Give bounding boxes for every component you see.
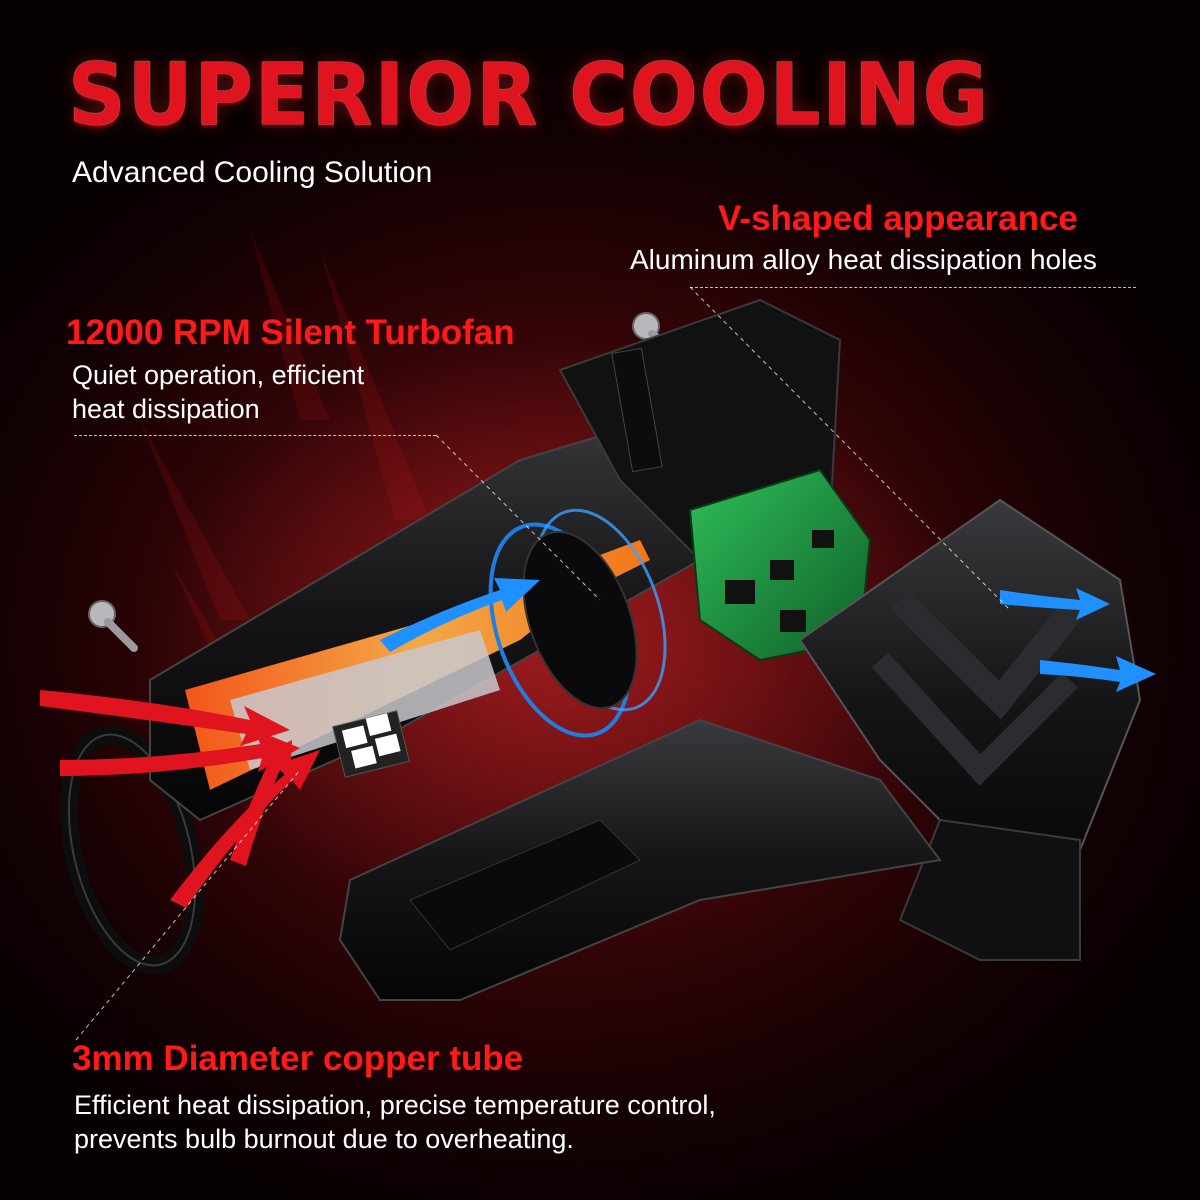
- led-chip: [332, 710, 410, 778]
- callout-copper-heading: 3mm Diameter copper tube: [72, 1039, 524, 1078]
- airflow-out-arrows: [380, 578, 1156, 692]
- turbofan: [488, 508, 667, 738]
- callout-turbofan-heading: 12000 RPM Silent Turbofan: [66, 313, 515, 352]
- airflow-in-arrows: [40, 690, 320, 908]
- page-title: SUPERIOR COOLING: [68, 45, 991, 145]
- callout-copper-line2: prevents bulb burnout due to overheating…: [74, 1124, 574, 1154]
- callout-turbofan-leader: [74, 435, 436, 436]
- callout-copper-line1: Efficient heat dissipation, precise temp…: [74, 1090, 716, 1120]
- screw-left: [88, 600, 138, 652]
- callout-turbofan-line1: Quiet operation, efficient: [72, 360, 365, 390]
- mounting-bracket: [338, 718, 942, 1001]
- callout-turbofan-line2: heat dissipation: [72, 394, 260, 424]
- page-subtitle: Advanced Cooling Solution: [72, 156, 433, 189]
- callout-v-shape-heading: V-shaped appearance: [718, 199, 1078, 238]
- callout-v-shape-leader: [690, 287, 1136, 288]
- callout-v-shape-text: Aluminum alloy heat dissipation holes: [630, 244, 1097, 275]
- driver-pcb: [688, 468, 872, 662]
